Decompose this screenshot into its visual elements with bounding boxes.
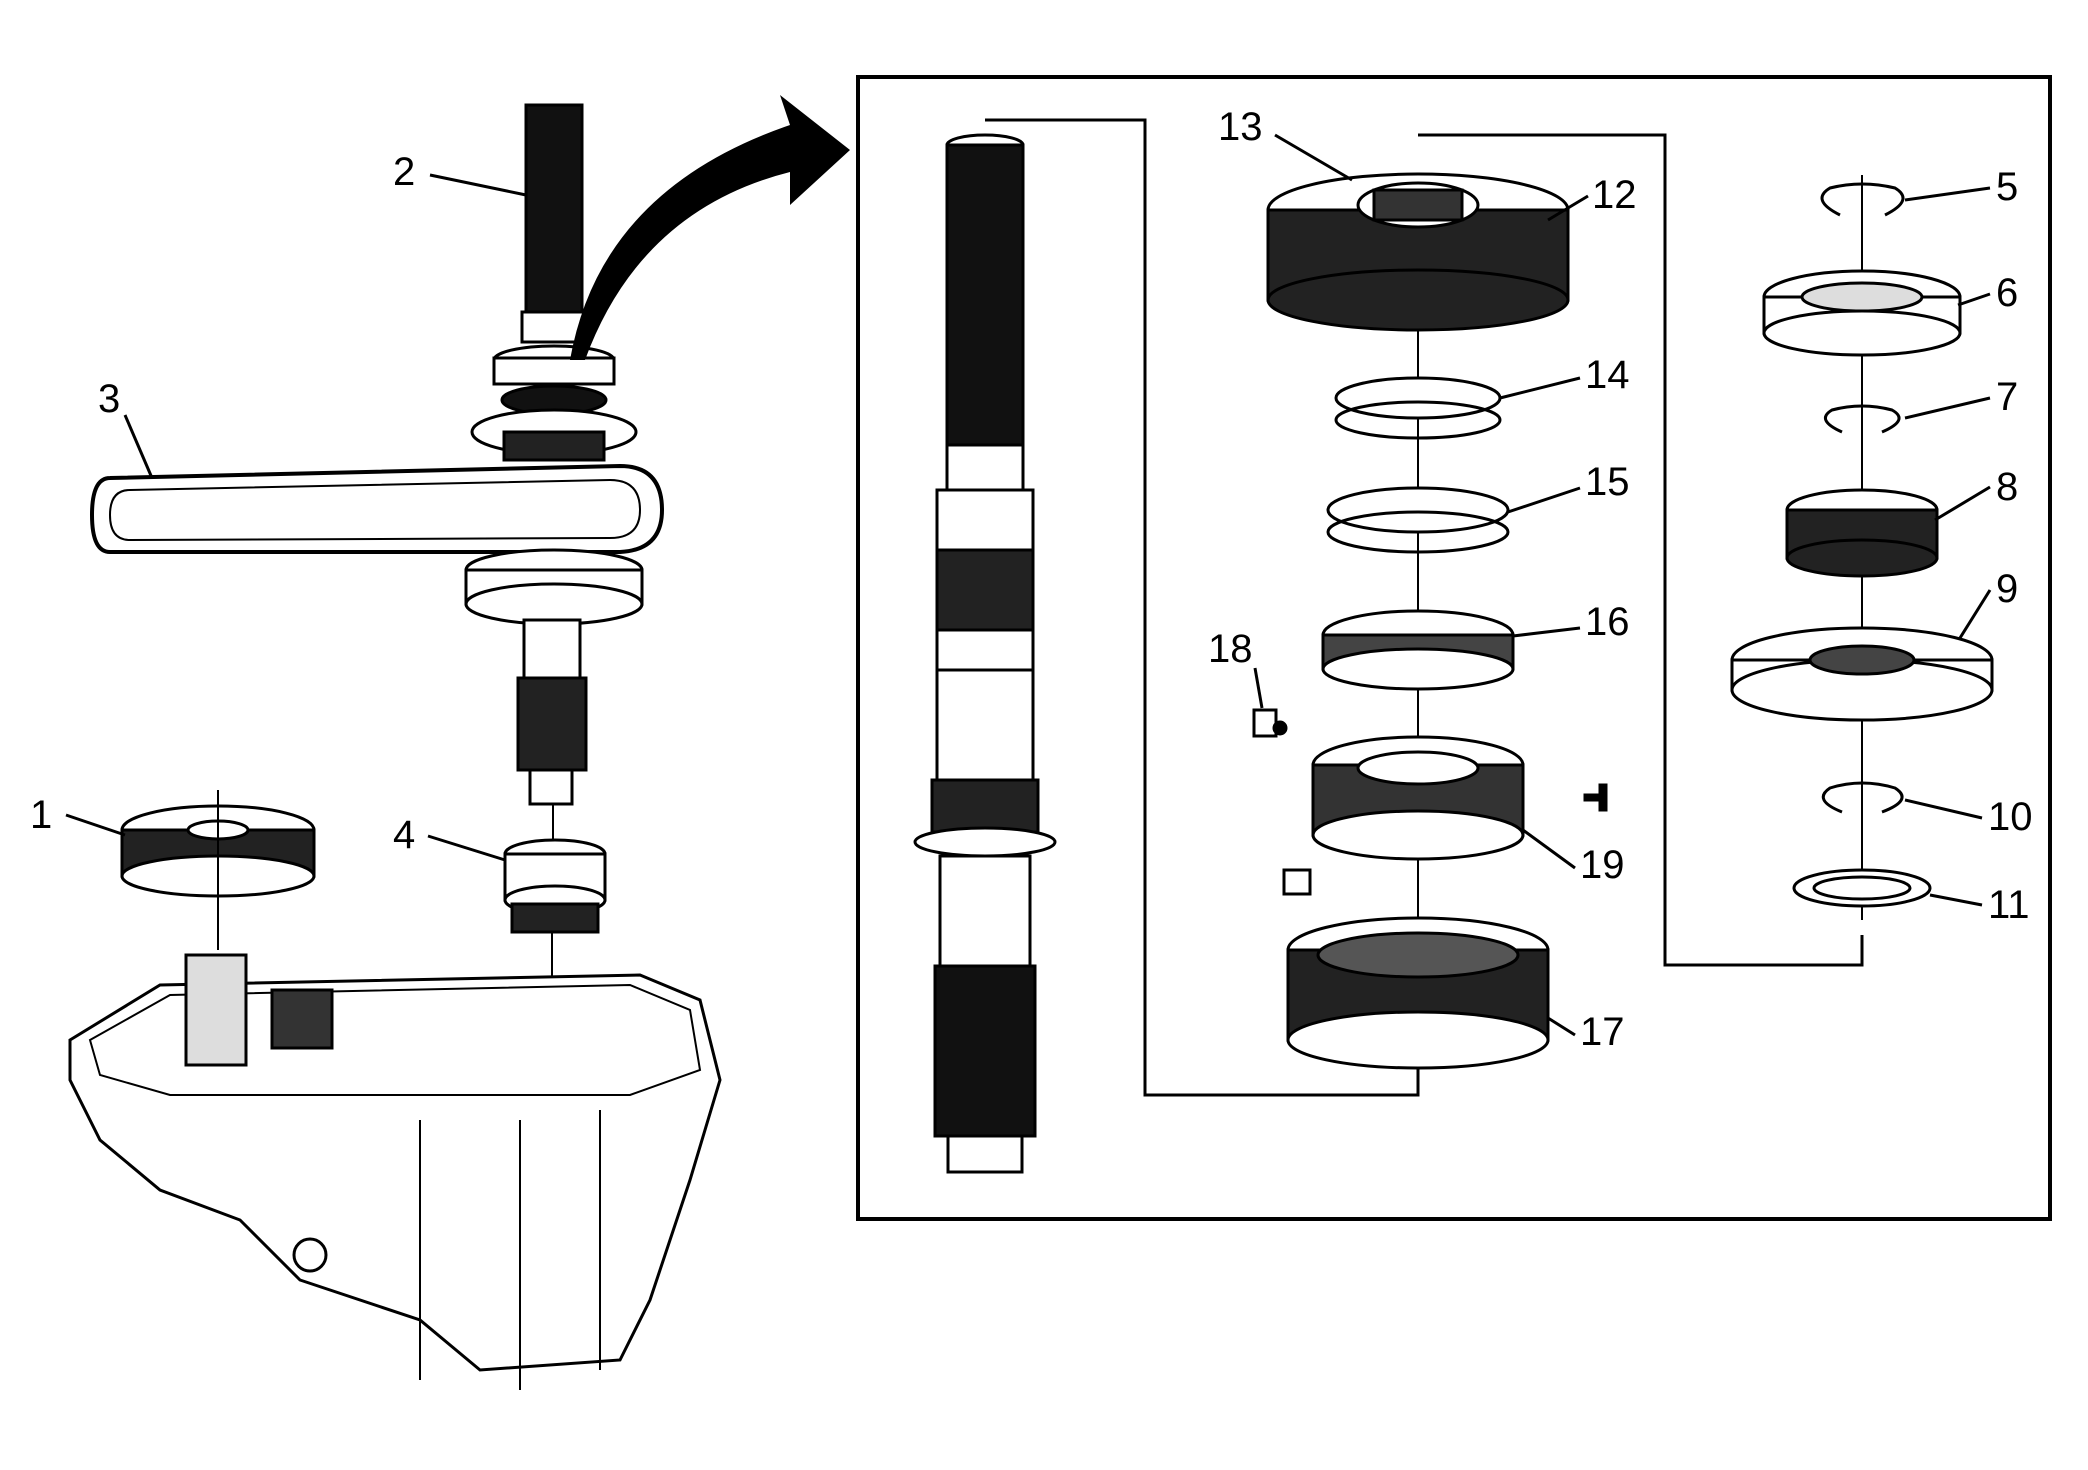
main-shaft-spline-upper: [945, 143, 1025, 447]
housing-boss: [184, 953, 248, 1067]
callout-13: 13: [1218, 105, 1263, 149]
shaft-bearing-body: [492, 356, 616, 386]
leader-10: [1904, 798, 1983, 820]
leader-1: [65, 813, 126, 837]
callout-5: 5: [1996, 165, 2018, 209]
main-shaft-journal-1: [945, 443, 1025, 497]
leader-8: [1934, 485, 1991, 522]
housing-drain-plug: [292, 1237, 328, 1273]
callout-19: 19: [1580, 843, 1625, 887]
leader-6: [1957, 292, 1991, 307]
washer-11-bore: [1812, 875, 1912, 901]
ring-15-top: [1326, 486, 1510, 534]
callout-3: 3: [98, 377, 120, 421]
leader-12: [1547, 194, 1589, 222]
callout-18: 18: [1208, 627, 1253, 671]
callout-6: 6: [1996, 271, 2018, 315]
leader-11: [1929, 893, 1983, 907]
insert-18-lower: [1282, 868, 1312, 896]
insert-18: [1252, 708, 1278, 738]
callout-labels: 1 2 3 4 5 6 7 8 9 10 11 12 13 14 15 16 1…: [30, 105, 2033, 1054]
callout-4: 4: [393, 813, 415, 857]
bearing-4-gear: [510, 902, 600, 934]
leader-19: [1522, 828, 1576, 870]
leader-16: [1512, 626, 1581, 638]
insert-18-ball: [1272, 720, 1288, 736]
snap-ring-10: [1821, 781, 1904, 814]
callout-15: 15: [1585, 460, 1630, 504]
callout-14: 14: [1585, 353, 1630, 397]
main-shaft-spline-bottom: [933, 964, 1037, 1138]
main-shaft-journal-4: [938, 854, 1032, 968]
callout-16: 16: [1585, 600, 1630, 644]
leader-14: [1499, 376, 1581, 400]
callout-1: 1: [30, 793, 52, 837]
leader-9: [1958, 589, 1992, 639]
bearing-6-bore: [1800, 281, 1924, 313]
middle-column-parts: [1252, 172, 1608, 1070]
connector-shaft-to-17: [985, 118, 1420, 1097]
main-shaft-spline-mid: [935, 548, 1035, 632]
callout-2: 2: [393, 150, 415, 194]
callout-9: 9: [1996, 567, 2018, 611]
main-shaft-journal-3: [935, 668, 1035, 782]
leader-15: [1507, 486, 1581, 514]
pump-9-hub: [1808, 644, 1916, 676]
main-shaft-spline-lower: [930, 778, 1040, 834]
bearing-6-bottom: [1762, 309, 1962, 357]
transfer-case-housing: [68, 973, 722, 1372]
output-shaft-spline: [516, 676, 588, 772]
callout-7: 7: [1996, 375, 2018, 419]
drive-chain-inner: [108, 478, 642, 542]
output-shaft-upper: [524, 103, 584, 317]
connector-13-to-11: [1418, 133, 1864, 967]
main-shaft-step-1: [935, 488, 1035, 552]
hub-19-pin: [1583, 783, 1608, 812]
housing-pocket: [270, 988, 334, 1050]
shaft-flange-hub: [502, 430, 606, 462]
ring-14-top: [1334, 376, 1502, 420]
main-shaft-journal-2: [935, 628, 1035, 672]
ring-15-bottom: [1326, 510, 1510, 554]
leader-3: [123, 414, 154, 479]
leader-7: [1904, 396, 1991, 420]
drive-gear-hub-bore: [1372, 188, 1464, 222]
main-shaft-collar: [913, 826, 1057, 858]
leader-18: [1253, 667, 1264, 709]
output-shaft-tip: [528, 768, 574, 806]
callout-12: 12: [1592, 173, 1637, 217]
transfer-case-assembly: [68, 103, 722, 1390]
sleeve-17-bore: [1316, 931, 1520, 979]
leader-5: [1904, 186, 1991, 202]
output-shaft-collar: [520, 310, 588, 344]
callout-10: 10: [1988, 795, 2033, 839]
leader-2: [429, 173, 527, 197]
callout-transfer-arrow: [570, 95, 850, 360]
callout-8: 8: [1996, 465, 2018, 509]
snap-ring-7: [1823, 404, 1901, 434]
hub-19-bottom: [1311, 809, 1525, 861]
right-column-parts: [1730, 182, 1994, 908]
sleeve-17-bottom: [1286, 1010, 1550, 1070]
leader-17: [1547, 1016, 1576, 1037]
leader-13: [1274, 133, 1353, 182]
leader-4: [427, 834, 506, 862]
hub-19-bore: [1356, 750, 1480, 786]
leader-lines: [65, 133, 1992, 1037]
main-shaft-tip: [946, 1134, 1024, 1174]
ring-16-bottom: [1321, 647, 1515, 691]
callout-17: 17: [1580, 1010, 1625, 1054]
snap-ring-5: [1820, 182, 1905, 217]
output-shaft-lower: [522, 618, 582, 688]
drive-gear-bottom: [1266, 268, 1570, 332]
lower-drum-bottom: [464, 582, 644, 626]
ring-14-bottom: [1334, 400, 1502, 440]
sprocket-8-bottom: [1785, 538, 1939, 578]
callout-11: 11: [1988, 883, 2030, 927]
main-shaft: [913, 133, 1057, 1174]
